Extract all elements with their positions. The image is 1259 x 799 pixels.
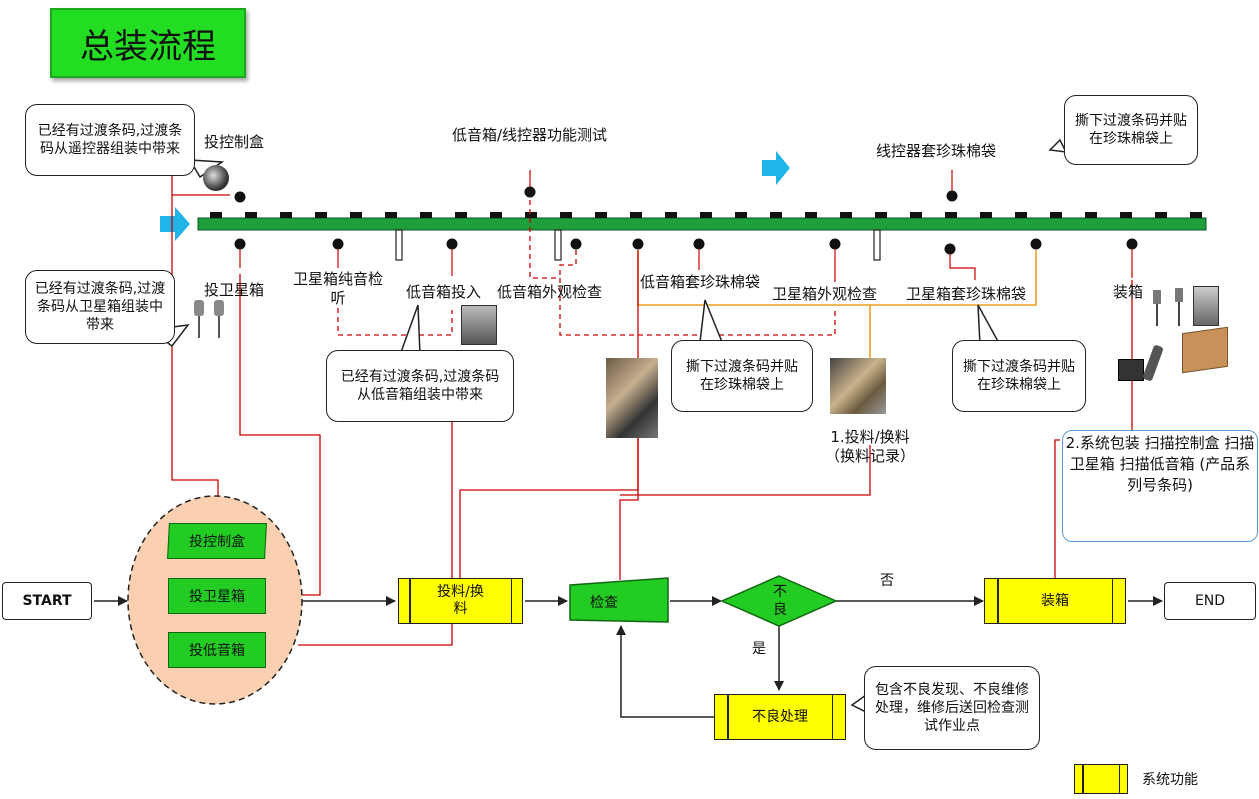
- feed-process-label: 投料/换料: [437, 584, 484, 617]
- station-packing: 装箱: [1113, 283, 1144, 301]
- callout-defect-handling: 包含不良发现、不良维修处理，维修后送回检查测试作业点: [864, 666, 1040, 750]
- carton-box-icon: [1182, 326, 1228, 374]
- conveyor: [197, 217, 1207, 231]
- conveyor-direction-arrow: [762, 151, 790, 185]
- station-satellite-inspect: 卫星箱外观检查: [772, 285, 878, 303]
- satellite-speaker-icon: [192, 300, 232, 342]
- subwoofer-icon: [461, 305, 497, 345]
- defect-process-box: 不良处理: [714, 694, 846, 740]
- check-label: 检查: [590, 595, 618, 611]
- callout-tear-label-2: 撕下过渡条码并贴在珍珠棉袋上: [671, 340, 813, 412]
- end-node: END: [1164, 582, 1256, 620]
- legend-label: 系统功能: [1142, 772, 1198, 788]
- decision-label: 不良: [773, 584, 787, 618]
- yes-label: 是: [752, 641, 766, 657]
- remote-control-box-icon: [203, 165, 229, 191]
- packing-equipment-icon: [1145, 282, 1219, 332]
- callout-tear-label-3: 撕下过渡条码并贴在珍珠棉袋上: [952, 340, 1086, 412]
- legend-swatch: [1074, 764, 1128, 794]
- decision-diamond: [720, 575, 838, 627]
- start-node: START: [2, 582, 92, 620]
- system-packing-note: 2.系统包装 扫描控制盒 扫描卫星箱 扫描低音箱 (产品系列号条码): [1062, 430, 1258, 542]
- feed-note: 1.投料/换料（换料记录）: [824, 428, 915, 465]
- packing-process-label: 装箱: [1041, 592, 1069, 609]
- barcode-scanner-icon: [1118, 344, 1168, 387]
- station-subwoofer-inspect: 低音箱外观检查: [497, 283, 603, 301]
- feed-process-box: 投料/换料: [398, 578, 523, 624]
- operator-photo-1: [606, 358, 658, 438]
- callout-subwoofer-barcode: 已经有过渡条码,过渡条码从低音箱组装中带来: [326, 350, 514, 422]
- callout-satellite-barcode: 已经有过渡条码,过渡条码从卫星箱组装中带来: [25, 270, 175, 344]
- station-function-test: 低音箱/线控器功能测试: [451, 126, 608, 144]
- station-remote-control-box: 投控制盒: [204, 133, 265, 151]
- station-satellite-listen: 卫星箱纯音检听: [292, 270, 383, 307]
- packing-process-box: 装箱: [984, 578, 1126, 624]
- operator-photo-2: [830, 358, 886, 414]
- callout-remote-barcode: 已经有过渡条码,过渡条码从遥控器组装中带来: [25, 104, 195, 176]
- input-satellite-box: 投卫星箱: [168, 578, 266, 614]
- station-dots: [234, 186, 1138, 255]
- check-shape: [569, 577, 669, 623]
- station-satellite-pearl-bag: 卫星箱套珍珠棉袋: [906, 285, 1027, 303]
- no-label: 否: [880, 573, 894, 589]
- station-subwoofer-pearl-bag: 低音箱套珍珠棉袋: [639, 273, 760, 291]
- station-subwoofer-input: 低音箱投入: [406, 283, 482, 301]
- defect-process-label: 不良处理: [752, 708, 808, 725]
- station-remote-pearl-bag: 线控器套珍珠棉袋: [876, 142, 997, 160]
- input-remote-box: 投控制盒: [167, 523, 267, 559]
- page-title: 总装流程: [50, 8, 246, 78]
- input-subwoofer-box: 投低音箱: [168, 632, 266, 668]
- conveyor-slots: [210, 212, 1202, 218]
- callout-tear-label-1: 撕下过渡条码并贴在珍珠棉袋上: [1064, 95, 1198, 165]
- conveyor-direction-arrow: [160, 207, 190, 241]
- station-satellite-input: 投卫星箱: [204, 281, 265, 299]
